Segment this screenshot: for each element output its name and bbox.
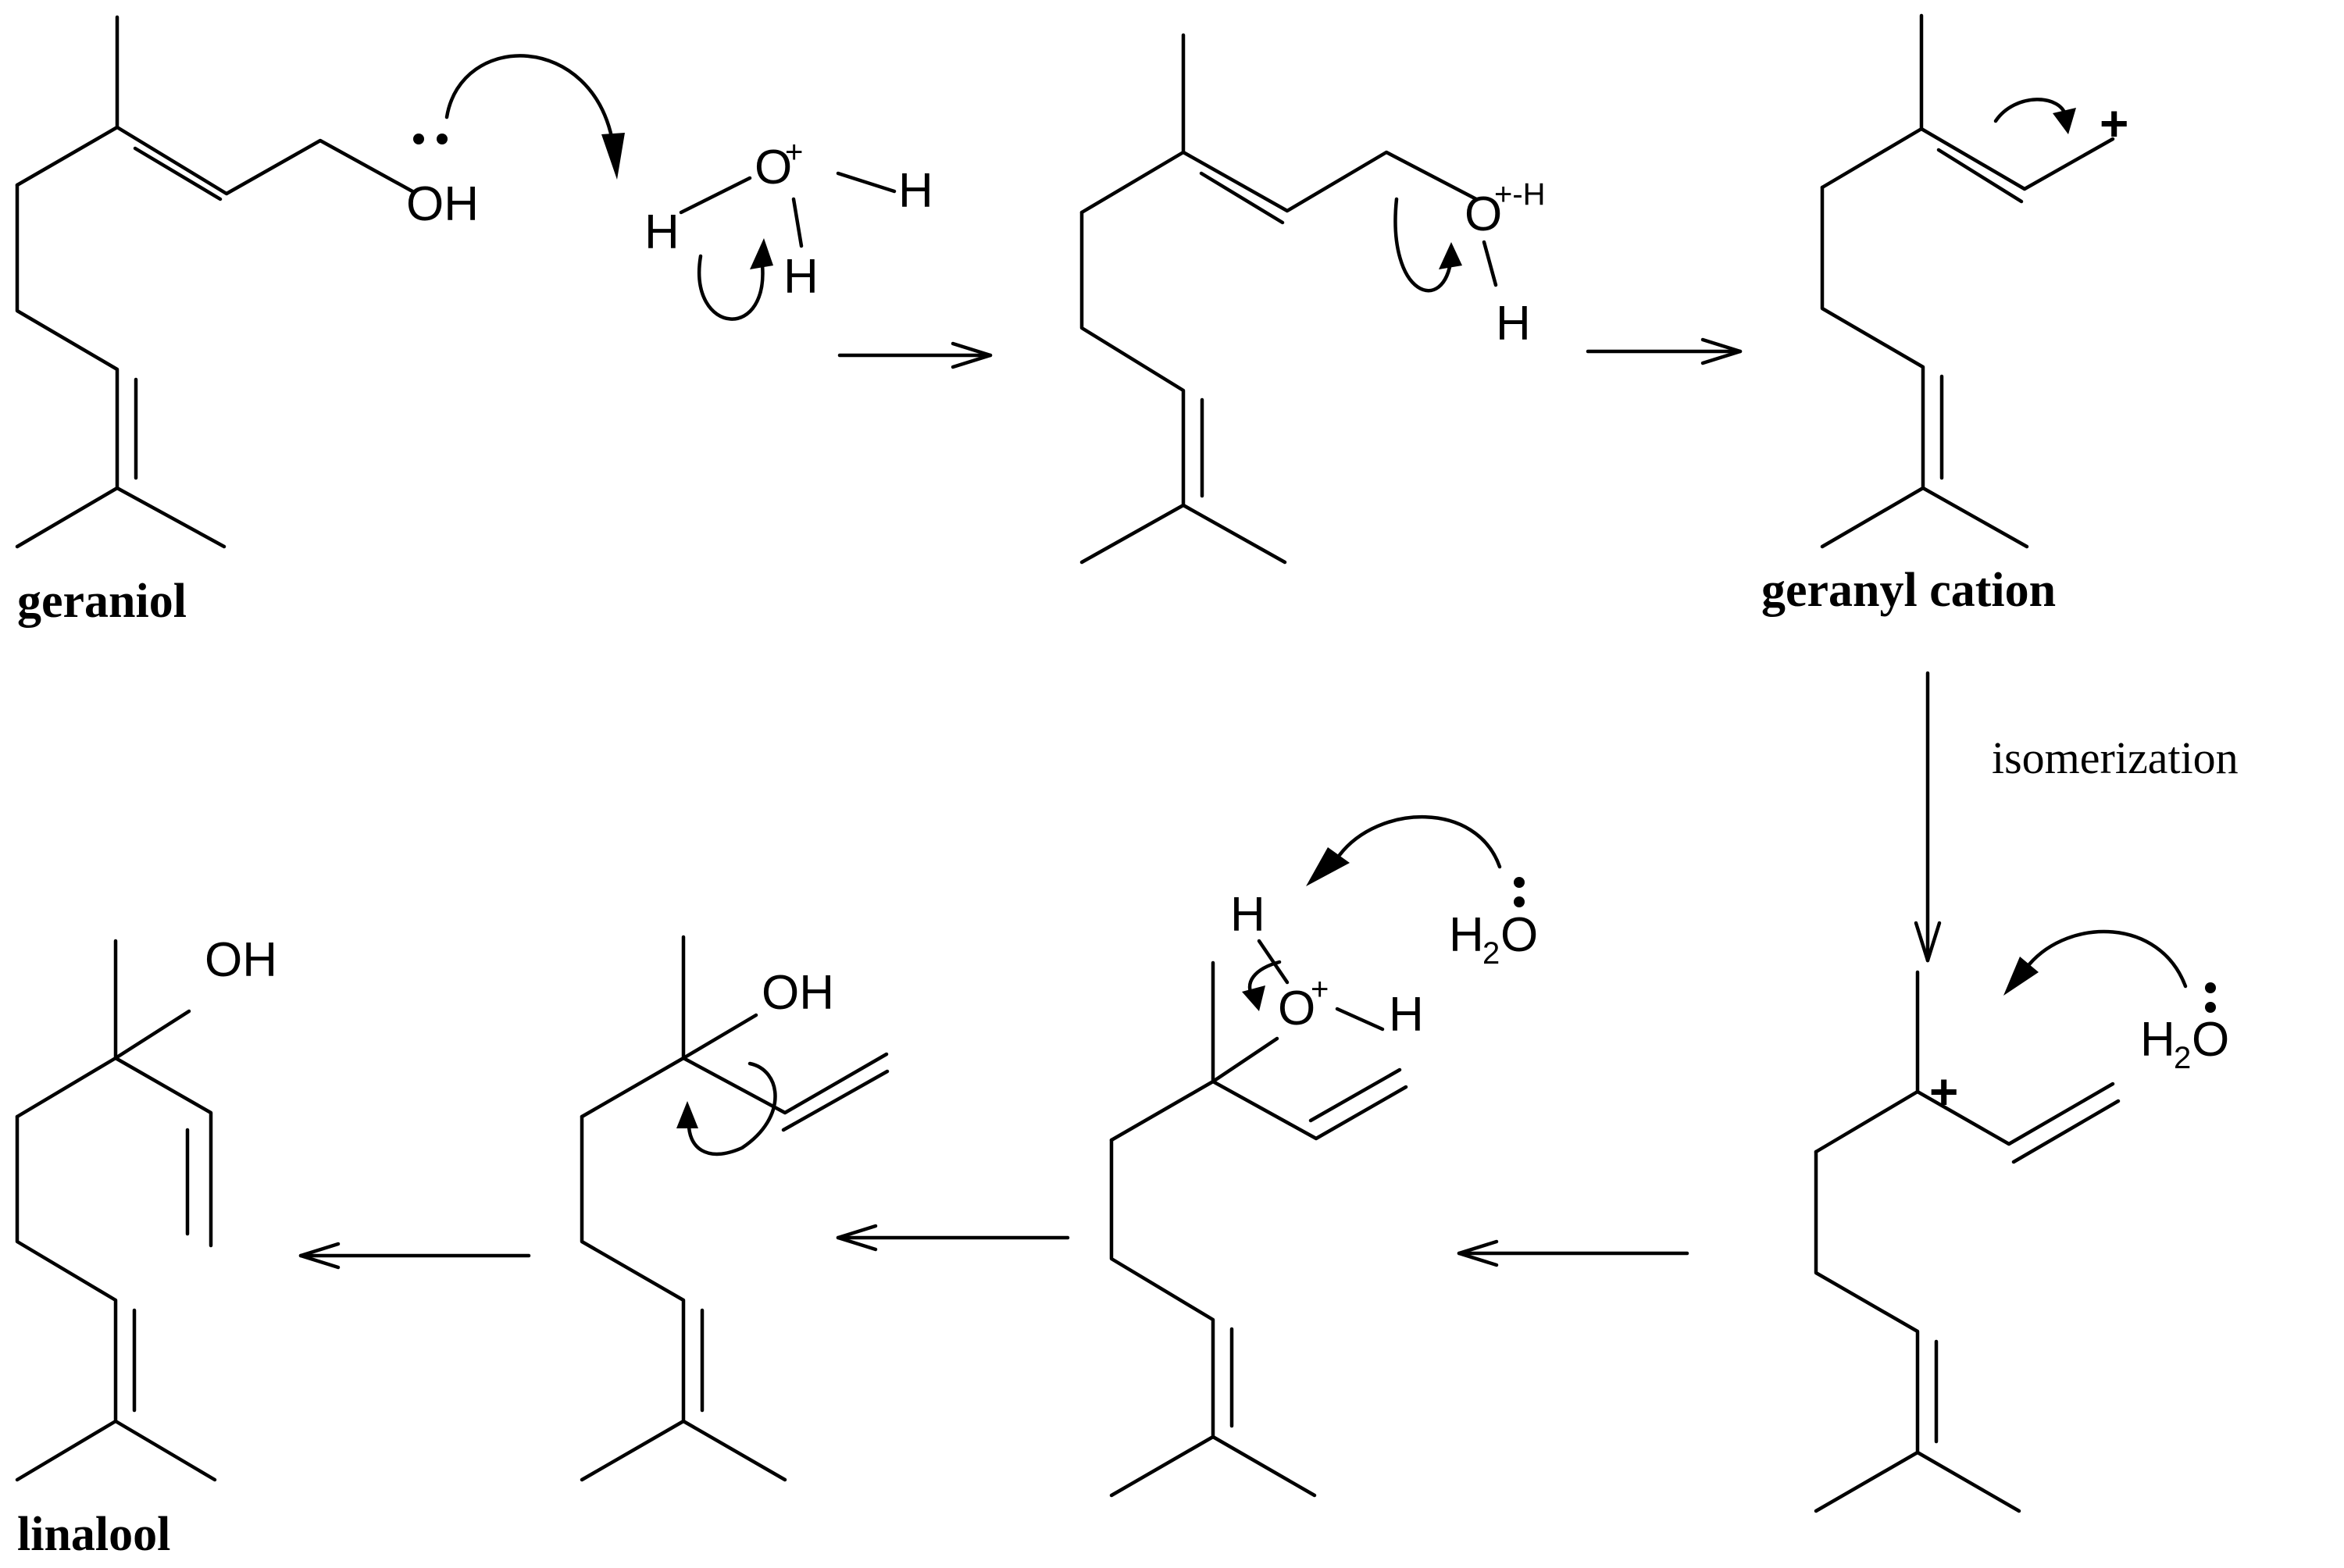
label-geranyl-cation: geranyl cation [1761,564,2056,617]
arrow-head [2003,957,2039,996]
oxonium-charge: + [1311,972,1329,1007]
structure-geranyl-cation: + geranyl cation [1761,13,2128,617]
structure-protonated-geraniol: O +-H H [1079,33,1546,565]
curved-arrow [1993,98,2068,123]
lone-pair-dot [413,134,424,144]
water-subscript: 2 [2174,1041,2191,1075]
structure-linalyl-cation: + [1814,970,2121,1513]
curved-arrow [1337,815,1502,869]
curved-arrow [2027,929,2188,989]
hydroxyl-label: OH [762,966,834,1020]
curved-arrow [687,1061,777,1156]
hydroxyl-label: OH [205,933,277,987]
structure-geraniol: OH geraniol [15,15,479,628]
structure-linalool-intermediate: OH [580,935,890,1482]
lone-pair-dot [2205,982,2216,993]
structure-protonated-linalool: O + H H [1109,888,1424,1498]
curved-arrow [1393,197,1454,293]
hydronium-charge: + [785,135,803,169]
cation-charge: + [2100,95,2128,151]
oxonium-oxygen: O [1278,982,1315,1035]
lone-pair-dot [1514,877,1525,888]
structure-water: H 2 O [1449,877,1538,971]
label-isomerization: isomerization [1992,732,2239,783]
label-geraniol: geraniol [17,575,187,628]
hydroxyl-label: OH [406,177,479,231]
water-o: O [2192,1013,2229,1067]
water-h: H [1449,908,1484,962]
structure-linalool: OH linalool [15,933,277,1561]
hydronium-h-bottom: H [783,250,819,304]
structure-hydronium: O + H H H [644,135,933,304]
label-linalool: linalool [17,1508,170,1561]
oxonium-h-top: H [1230,888,1265,942]
arrow-head [1439,242,1462,269]
hydronium-h-left: H [644,205,680,259]
hydronium-oxygen: O [755,141,792,194]
hydronium-h-right: H [898,164,933,218]
arrow-head [750,238,773,269]
arrow-head [1242,985,1265,1011]
arrow-head [601,133,625,180]
oxonium-h-right: H [1389,988,1424,1042]
lone-pair-dot [2205,1002,2216,1013]
curved-arrow [697,254,765,321]
curved-arrow [444,54,615,147]
water-o: O [1500,908,1538,962]
oxonium-oxygen: O [1465,187,1502,241]
oxonium-h: H [1496,297,1531,351]
arrow-head [2053,108,2076,134]
oxonium-charge: +-H [1494,177,1546,212]
lone-pair-dot [437,134,448,144]
cation-charge: + [1929,1064,1958,1120]
lone-pair-dot [1514,896,1525,907]
structure-water: H 2 O [2140,982,2229,1075]
water-subscript: 2 [1482,936,1500,971]
arrow-head [676,1101,698,1128]
arrow-head [1306,847,1350,886]
water-h: H [2140,1013,2175,1067]
